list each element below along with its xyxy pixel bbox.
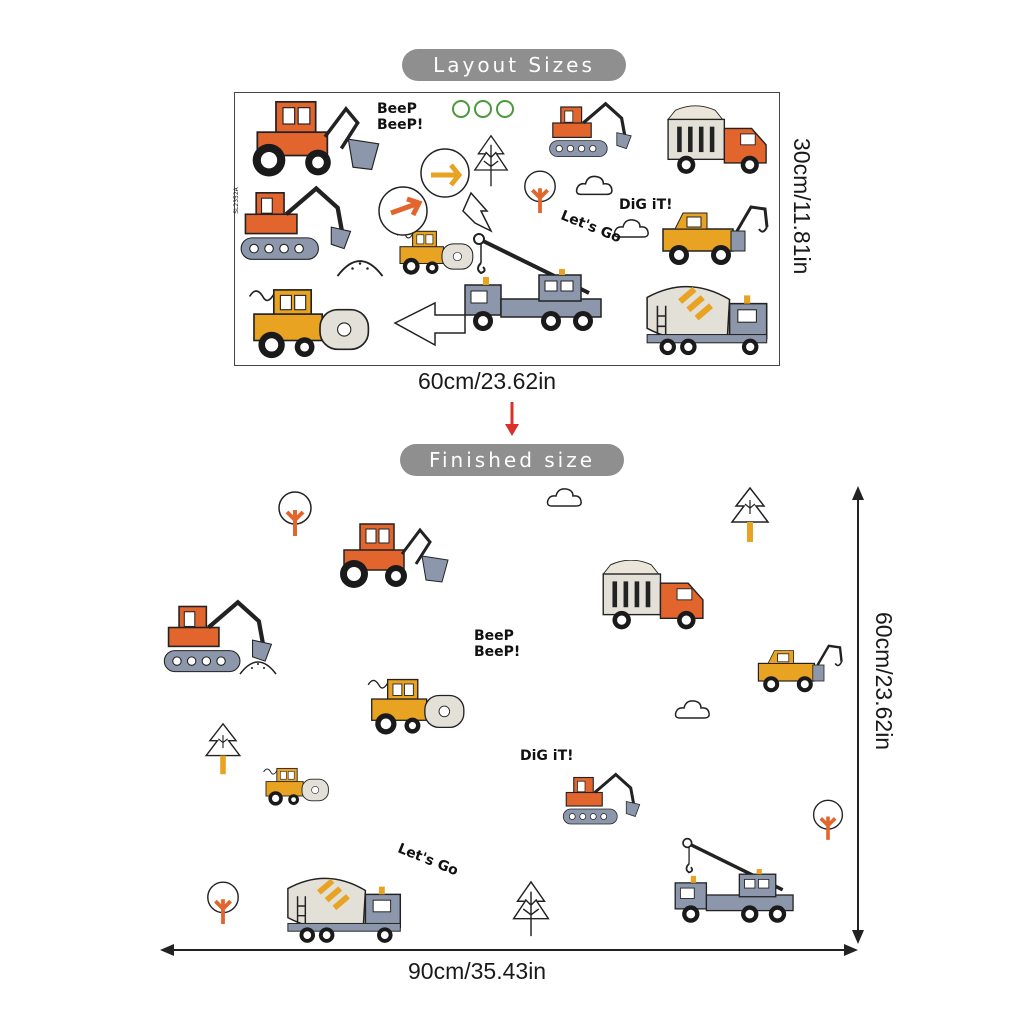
tow-truck-icon xyxy=(757,644,843,694)
road-roller-icon xyxy=(248,289,370,359)
sheet-beep-text: BeeP BeeP! xyxy=(377,101,424,133)
wall-dig-text: DiG iT! xyxy=(520,748,574,764)
mound-icon xyxy=(336,260,384,277)
dump-truck-icon xyxy=(667,104,767,175)
tree-icon xyxy=(474,135,508,187)
tree-round-icon xyxy=(277,490,313,538)
tree-pine-line-icon xyxy=(512,881,550,937)
cement-mixer-icon xyxy=(288,878,400,942)
top-width-label: 60cm/23.62in xyxy=(418,368,557,394)
sheet-dig-text: DiG iT! xyxy=(619,197,673,213)
mound-icon xyxy=(239,661,277,675)
sticker-sheet-artwork xyxy=(235,100,779,359)
finished-size-title: Finished size xyxy=(400,444,624,476)
tree-pine-icon xyxy=(731,487,769,543)
tractor-icon xyxy=(250,100,381,179)
bottom-width-label: 90cm/35.43in xyxy=(408,958,547,984)
cloud-icon xyxy=(575,175,613,196)
wall-beep-text: BeeP BeeP! xyxy=(474,628,521,660)
wall-decal-artwork xyxy=(160,486,864,956)
top-height-label: 30cm/11.81in xyxy=(789,138,815,275)
tree-round-icon xyxy=(522,169,558,215)
excavator-small-icon xyxy=(561,772,642,826)
small-roller-icon xyxy=(396,230,474,276)
tow-truck-icon xyxy=(661,205,769,267)
crane-truck-icon xyxy=(465,234,601,331)
bottom-height-label: 60cm/23.62in xyxy=(871,612,897,751)
dump-truck-icon xyxy=(602,560,704,631)
excavator-icon xyxy=(164,602,271,671)
cement-mixer-icon xyxy=(647,287,767,356)
excavator-small-icon xyxy=(550,104,632,157)
tree-pine-icon-2 xyxy=(205,723,241,775)
crane-truck-icon xyxy=(675,839,793,923)
down-arrow-icon xyxy=(505,402,519,436)
small-roller-icon xyxy=(262,767,330,807)
tractor-icon xyxy=(338,522,450,590)
tree-round-icon-2 xyxy=(811,798,845,842)
sticker-sheet: BeeP BeeP! DiG iT! Let's Go SL2352A xyxy=(232,92,780,366)
layout-sizes-title: Layout Sizes xyxy=(402,49,626,81)
cloud-icon-2 xyxy=(674,700,710,719)
sheet-code-text: SL2352A xyxy=(232,187,240,214)
cloud-icon xyxy=(546,488,582,507)
road-roller-icon xyxy=(367,678,465,736)
excavator-icon xyxy=(241,189,350,260)
tree-round-icon-3 xyxy=(205,880,241,926)
